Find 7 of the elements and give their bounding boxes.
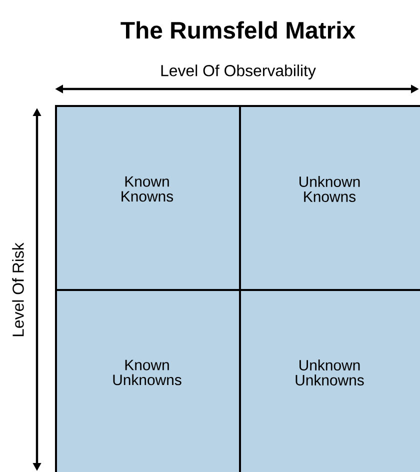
matrix-cell: Unknown Unknowns (239, 289, 420, 472)
title: The Rumsfeld Matrix (120, 21, 356, 39)
matrix-cell: Unknown Knowns (239, 105, 420, 291)
matrix-cell: Known Knowns (55, 105, 241, 291)
axis-label: Level Of Observability (161, 64, 316, 80)
matrix-cell: Known Unknowns (55, 289, 241, 472)
axis-label: Level Of Risk (12, 242, 24, 336)
